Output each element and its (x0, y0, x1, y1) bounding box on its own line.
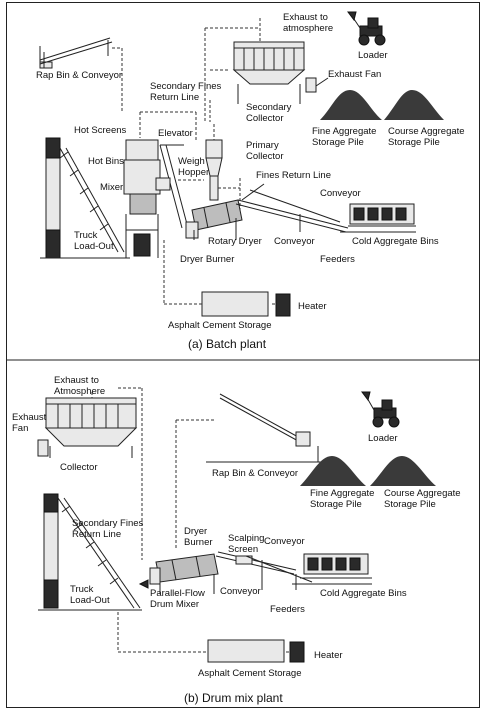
drum-label-conveyor-bottom: Conveyor (220, 586, 261, 597)
drum-label-fine-aggregate: Fine Aggregate Storage Pile (310, 488, 377, 510)
batch-label-weigh-hopper: Weigh Hopper (178, 156, 209, 178)
batch-course-aggregate-pile (384, 90, 444, 120)
batch-label-truck-load-out: Truck Load-Out (74, 230, 114, 252)
drum-plant-diagram: Exhaust to Atmosphere Exhaust Fan Collec… (12, 375, 463, 705)
drum-loader-icon (361, 391, 400, 428)
batch-label-asphalt-storage: Asphalt Cement Storage (168, 320, 272, 331)
drum-course-aggregate-pile (370, 456, 436, 486)
drum-label-secondary-fines: Secondary Fines Return Line (72, 518, 146, 540)
drum-cold-aggregate-bins (292, 553, 372, 585)
drum-label-conveyor-top: Conveyor (264, 536, 305, 547)
batch-label-rap-bin: Rap Bin & Conveyor (36, 70, 122, 81)
batch-rotary-dryer (185, 199, 243, 240)
drum-asphalt-storage (117, 612, 305, 663)
batch-label-secondary-fines: Secondary Fines Return Line (150, 81, 224, 103)
batch-label-hot-bins: Hot Bins (88, 156, 124, 167)
batch-label-dryer-burner: Dryer Burner (180, 254, 234, 265)
drum-label-exhaust-fan: Exhaust Fan (12, 412, 49, 434)
batch-label-loader: Loader (358, 50, 388, 61)
batch-label-mixer: Mixer (100, 182, 123, 193)
drum-plant-caption: (b) Drum mix plant (184, 691, 283, 705)
drum-label-asphalt-storage: Asphalt Cement Storage (198, 668, 302, 679)
drum-label-truck-load-out: Truck Load-Out (70, 584, 110, 606)
drum-fine-aggregate-pile (300, 456, 366, 486)
batch-label-heater: Heater (298, 301, 327, 312)
batch-asphalt-storage (163, 240, 291, 317)
drum-label-collector: Collector (60, 462, 98, 473)
batch-tower (123, 111, 197, 258)
drum-label-rap-bin: Rap Bin & Conveyor (212, 468, 298, 479)
batch-label-cold-bins: Cold Aggregate Bins (352, 236, 439, 247)
batch-conveyor-long (235, 183, 349, 233)
drum-collector (37, 387, 143, 560)
batch-rap-bin-conveyor (39, 37, 123, 112)
batch-label-conveyor-bottom: Conveyor (274, 236, 315, 247)
batch-label-course-aggregate: Course Aggregate Storage Pile (388, 126, 467, 148)
batch-secondary-collector (204, 18, 329, 122)
batch-label-hot-screens: Hot Screens (74, 125, 127, 136)
batch-label-secondary-collector: Secondary Collector (246, 102, 294, 124)
drum-label-exhaust: Exhaust to Atmosphere (54, 375, 105, 397)
drum-label-heater: Heater (314, 650, 343, 661)
batch-fine-aggregate-pile (320, 90, 382, 120)
drum-label-dryer-burner: Dryer Burner (184, 526, 213, 548)
batch-label-primary-collector: Primary Collector (246, 140, 284, 162)
drum-label-scalping-screen: Scalping Screen (228, 533, 267, 555)
drum-label-course-aggregate: Course Aggregate Storage Pile (384, 488, 463, 510)
batch-loader-icon (347, 11, 386, 46)
batch-label-exhaust-fan: Exhaust Fan (328, 69, 381, 80)
batch-label-rotary-dryer: Rotary Dryer (208, 236, 262, 247)
drum-label-drum-mixer: Parallel-Flow Drum Mixer (150, 588, 208, 610)
batch-cold-aggregate-bins (340, 203, 416, 233)
drum-mixer (138, 553, 219, 594)
batch-truck-load-out (40, 137, 130, 259)
batch-plant-caption: (a) Batch plant (188, 337, 267, 351)
drum-rap-bin-conveyor (175, 393, 330, 550)
batch-label-elevator: Elevator (158, 128, 193, 139)
drum-label-cold-bins: Cold Aggregate Bins (320, 588, 407, 599)
drum-label-feeders: Feeders (270, 604, 305, 615)
batch-plant-diagram: Exhaust to atmosphere Loader Rap Bin & C… (36, 11, 467, 351)
batch-label-fines-return: Fines Return Line (256, 170, 331, 181)
batch-label-feeders: Feeders (320, 254, 355, 265)
batch-label-fine-aggregate: Fine Aggregate Storage Pile (312, 126, 379, 148)
batch-label-conveyor-top: Conveyor (320, 188, 361, 199)
drum-truck-load-out (38, 493, 142, 611)
batch-label-exhaust: Exhaust to atmosphere (283, 12, 333, 34)
drum-label-loader: Loader (368, 433, 398, 444)
